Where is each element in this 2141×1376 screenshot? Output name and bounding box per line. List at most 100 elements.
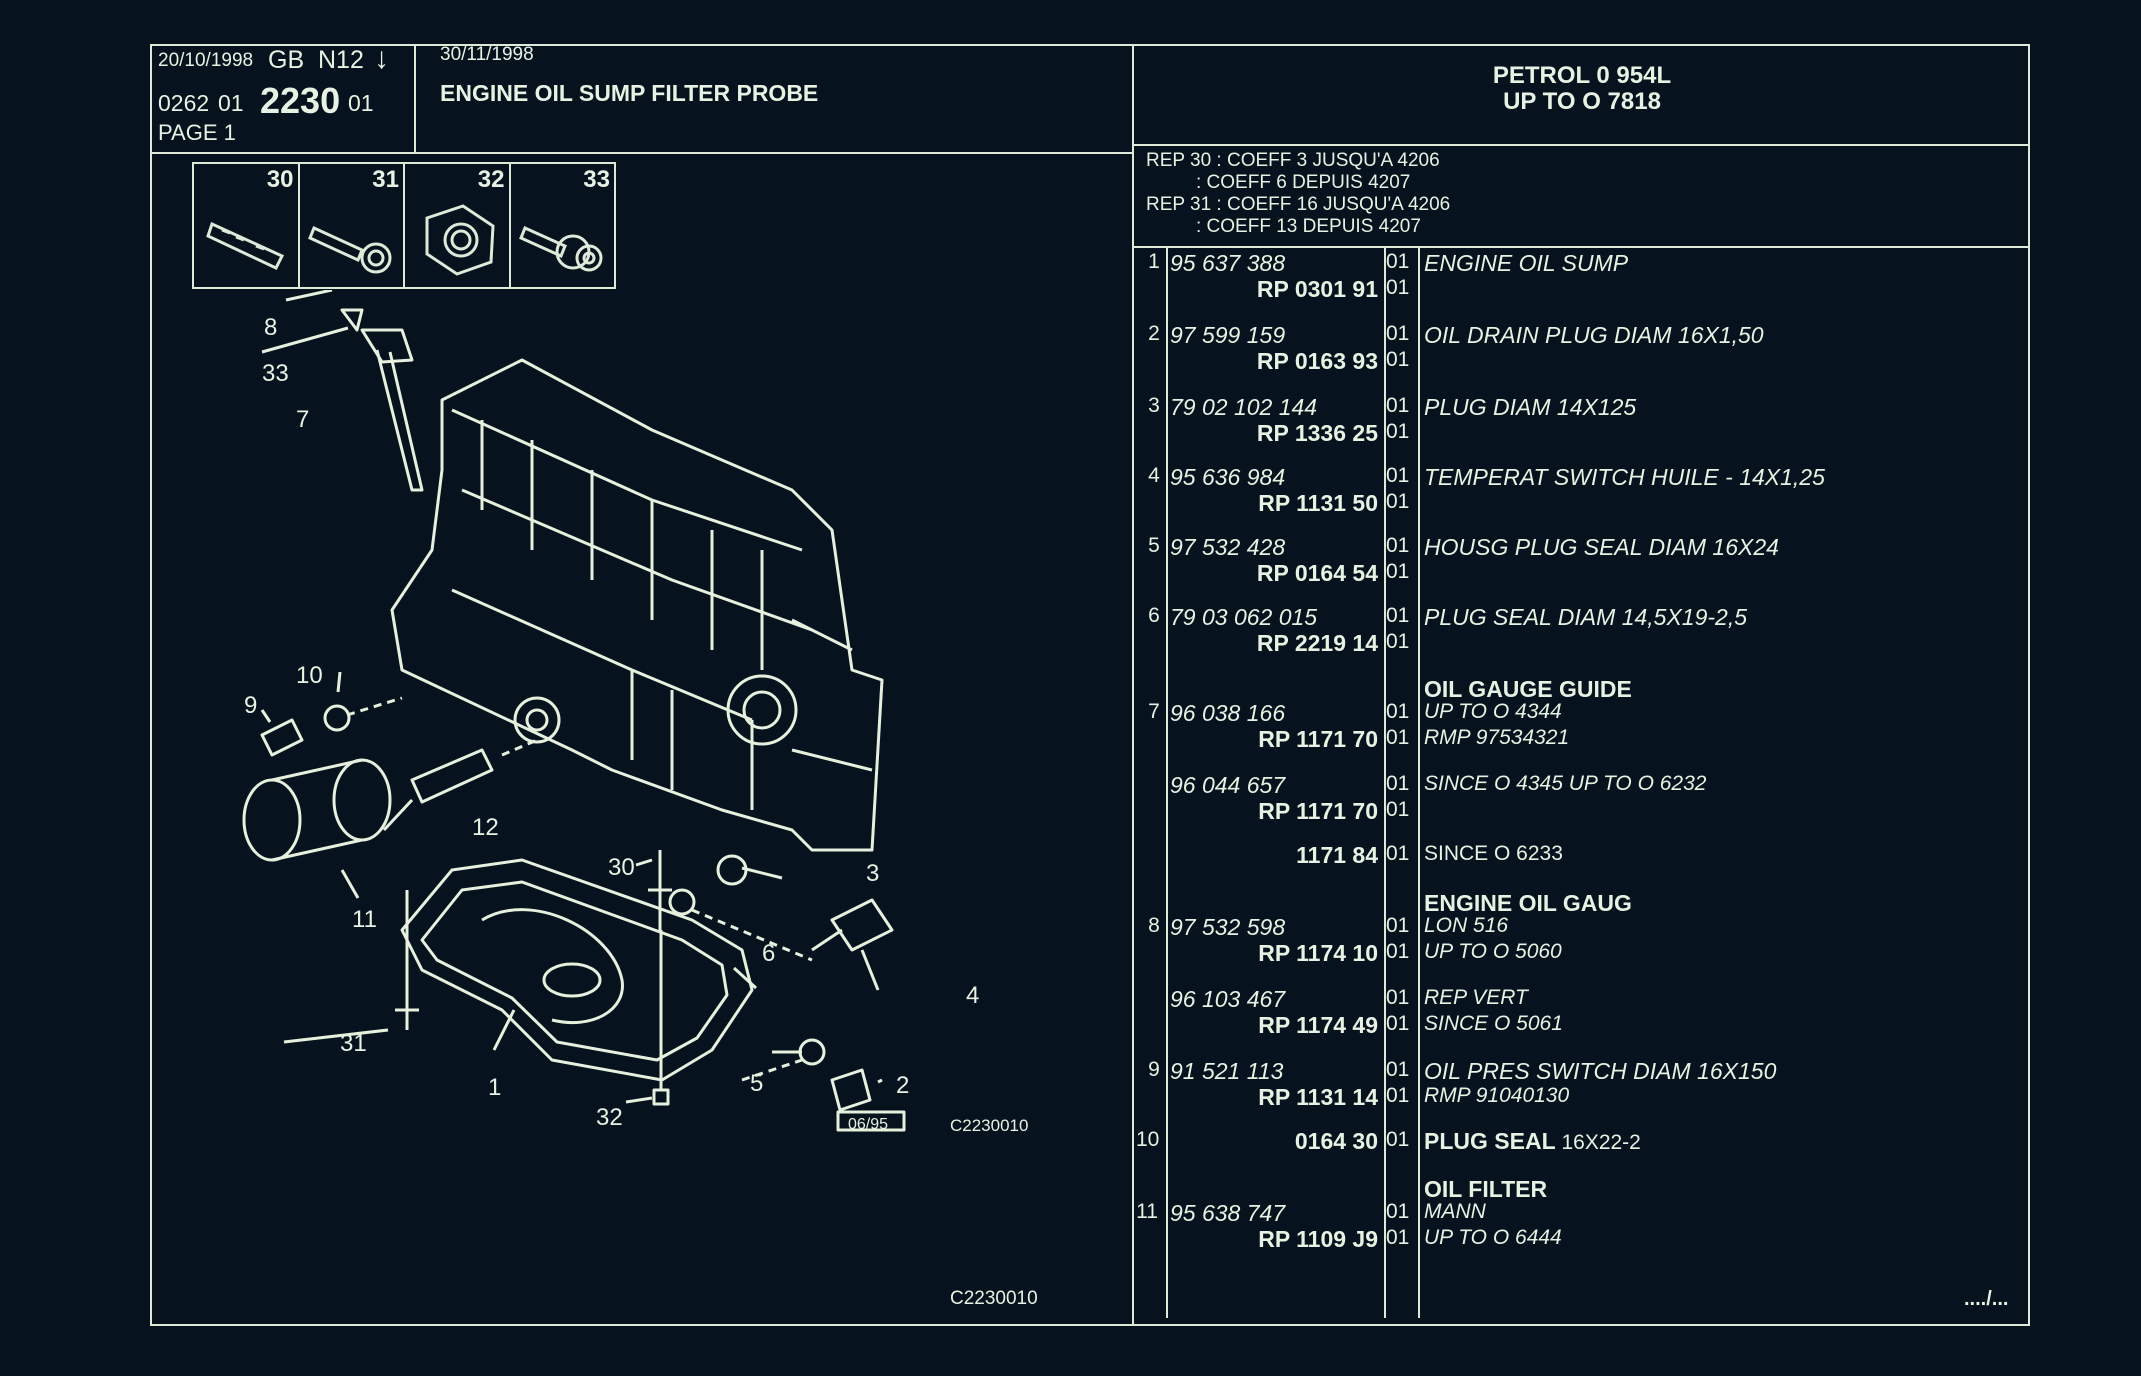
page-number: PAGE 1 xyxy=(158,120,236,145)
quantity: 01 xyxy=(1386,986,1410,1009)
item-number: 2 xyxy=(1148,322,1160,345)
quantity: 01 xyxy=(1386,560,1410,583)
ref-group: 01 xyxy=(218,90,244,116)
part-description: UP TO O 6444 xyxy=(1424,1226,1562,1249)
part-reference: 96 038 166 xyxy=(1170,700,1286,726)
part-description: SINCE O 6233 xyxy=(1424,842,1563,865)
part-description: REP VERT xyxy=(1424,986,1528,1009)
item-number: 9 xyxy=(1148,1058,1160,1081)
model-line-1: PETROL 0 954L xyxy=(1492,62,1672,89)
callout-33: 33 xyxy=(262,360,289,387)
quantity: 01 xyxy=(1386,490,1410,513)
quantity: 01 xyxy=(1386,276,1410,299)
stud-icon xyxy=(206,221,285,270)
part-description: LON 516 xyxy=(1424,914,1509,937)
rp-number: RP 1336 25 xyxy=(1256,420,1378,446)
quantity: 01 xyxy=(1386,630,1410,653)
item-number: 4 xyxy=(1148,464,1160,487)
part-description: UP TO O 4344 xyxy=(1424,700,1562,723)
quantity: 01 xyxy=(1386,798,1410,821)
rp-number: RP 1171 70 xyxy=(1258,798,1378,824)
quantity: 01 xyxy=(1386,914,1410,937)
quantity: 01 xyxy=(1386,464,1410,487)
part-reference: 79 02 102 144 xyxy=(1170,394,1318,420)
col-divider-qty xyxy=(1384,246,1386,1318)
catalog-code: N12 xyxy=(318,46,364,74)
item-number: 3 xyxy=(1148,394,1160,417)
quantity: 01 xyxy=(1386,1128,1410,1151)
part-description-bold: PLUG SEAL xyxy=(1424,1128,1556,1154)
part-description: UP TO O 5060 xyxy=(1424,940,1562,963)
quantity: 01 xyxy=(1386,1012,1410,1035)
rp-number: RP 0301 91 xyxy=(1256,276,1378,302)
quantity: 01 xyxy=(1386,1084,1410,1107)
language-code: GB xyxy=(268,46,305,74)
part-description: OIL DRAIN PLUG DIAM 16X1,50 xyxy=(1424,322,1764,348)
quantity: 01 xyxy=(1386,772,1410,795)
callout-7: 7 xyxy=(296,406,310,433)
part-description: TEMPERAT SWITCH HUILE - 14X1,25 xyxy=(1424,464,1825,490)
rp-number: RP 2219 14 xyxy=(1256,630,1378,656)
callout-4: 4 xyxy=(966,982,980,1009)
quantity: 01 xyxy=(1386,394,1410,417)
callout-9: 9 xyxy=(244,692,258,719)
model-line-2: UP TO O 7818 xyxy=(1503,88,1661,115)
rp-number: RP 1109 J9 xyxy=(1258,1226,1378,1252)
continuation-mark: ..../... xyxy=(1964,1288,2009,1310)
part-reference: 97 599 159 xyxy=(1170,322,1286,348)
quantity: 01 xyxy=(1386,1058,1410,1081)
part-description: RMP 91040130 xyxy=(1424,1084,1570,1107)
part-heading: OIL GAUGE GUIDE xyxy=(1424,676,1632,702)
item-number: 1 xyxy=(1148,250,1160,273)
callout-10: 10 xyxy=(296,662,323,689)
item-number: 10 xyxy=(1136,1128,1160,1151)
thumbnail-31: 31 xyxy=(300,164,405,287)
nut-icon xyxy=(425,204,495,276)
quantity: 01 xyxy=(1386,940,1410,963)
quantity: 01 xyxy=(1386,726,1410,749)
part-reference: 95 636 984 xyxy=(1170,464,1286,490)
drawing-code: C2230010 xyxy=(950,1116,1029,1135)
rp-number: RP 1131 50 xyxy=(1258,490,1378,516)
revision-date: 30/11/1998 xyxy=(440,44,534,65)
part-description: ENGINE OIL SUMP xyxy=(1424,250,1629,276)
callout-6: 6 xyxy=(762,940,776,967)
quantity: 01 xyxy=(1386,842,1410,865)
quantity: 01 xyxy=(1386,700,1410,723)
down-arrow-icon: ↓ xyxy=(374,42,389,75)
callout-2: 2 xyxy=(896,1072,910,1099)
part-description: SINCE O 4345 UP TO O 6232 xyxy=(1424,772,1707,795)
col-divider-ref xyxy=(1166,246,1168,1318)
notes-bottom xyxy=(1132,246,2030,248)
part-heading: OIL FILTER xyxy=(1424,1176,1548,1202)
flange-bolt-icon xyxy=(518,225,602,272)
quantity: 01 xyxy=(1386,604,1410,627)
col-divider-desc xyxy=(1418,246,1420,1318)
item-number: 11 xyxy=(1136,1200,1158,1223)
date-issued: 20/10/1998 xyxy=(158,50,254,71)
note-4: : COEFF 13 DEPUIS 4207 xyxy=(1196,216,1421,237)
part-reference: 97 532 428 xyxy=(1170,534,1286,560)
note-1: REP 30 : COEFF 3 JUSQU'A 4206 xyxy=(1146,150,1440,171)
bolt-icon xyxy=(307,225,391,274)
callout-12: 12 xyxy=(472,814,499,841)
callout-3: 3 xyxy=(866,860,880,887)
drawing-code-bottom: C2230010 xyxy=(950,1288,1038,1309)
page-title: ENGINE OIL SUMP FILTER PROBE xyxy=(440,80,819,106)
ref-main-number: 2230 xyxy=(260,80,341,121)
part-reference: 91 521 113 xyxy=(1170,1058,1284,1084)
rp-number: RP 1174 10 xyxy=(1258,940,1378,966)
rp-number: RP 0163 93 xyxy=(1256,348,1378,374)
callout-30: 30 xyxy=(608,854,635,881)
quantity: 01 xyxy=(1386,322,1410,345)
thumbnail-label: 33 xyxy=(583,166,610,193)
quantity: 01 xyxy=(1386,420,1410,443)
main-divider xyxy=(1132,44,1134,1326)
callout-11: 11 xyxy=(352,906,377,933)
item-number: 5 xyxy=(1148,534,1160,557)
thumbnail-label: 32 xyxy=(477,166,505,193)
ref-suffix: 01 xyxy=(348,90,374,116)
header-divider-left xyxy=(414,44,416,152)
header-bottom-left xyxy=(150,152,1134,154)
part-reference: 79 03 062 015 xyxy=(1170,604,1318,630)
